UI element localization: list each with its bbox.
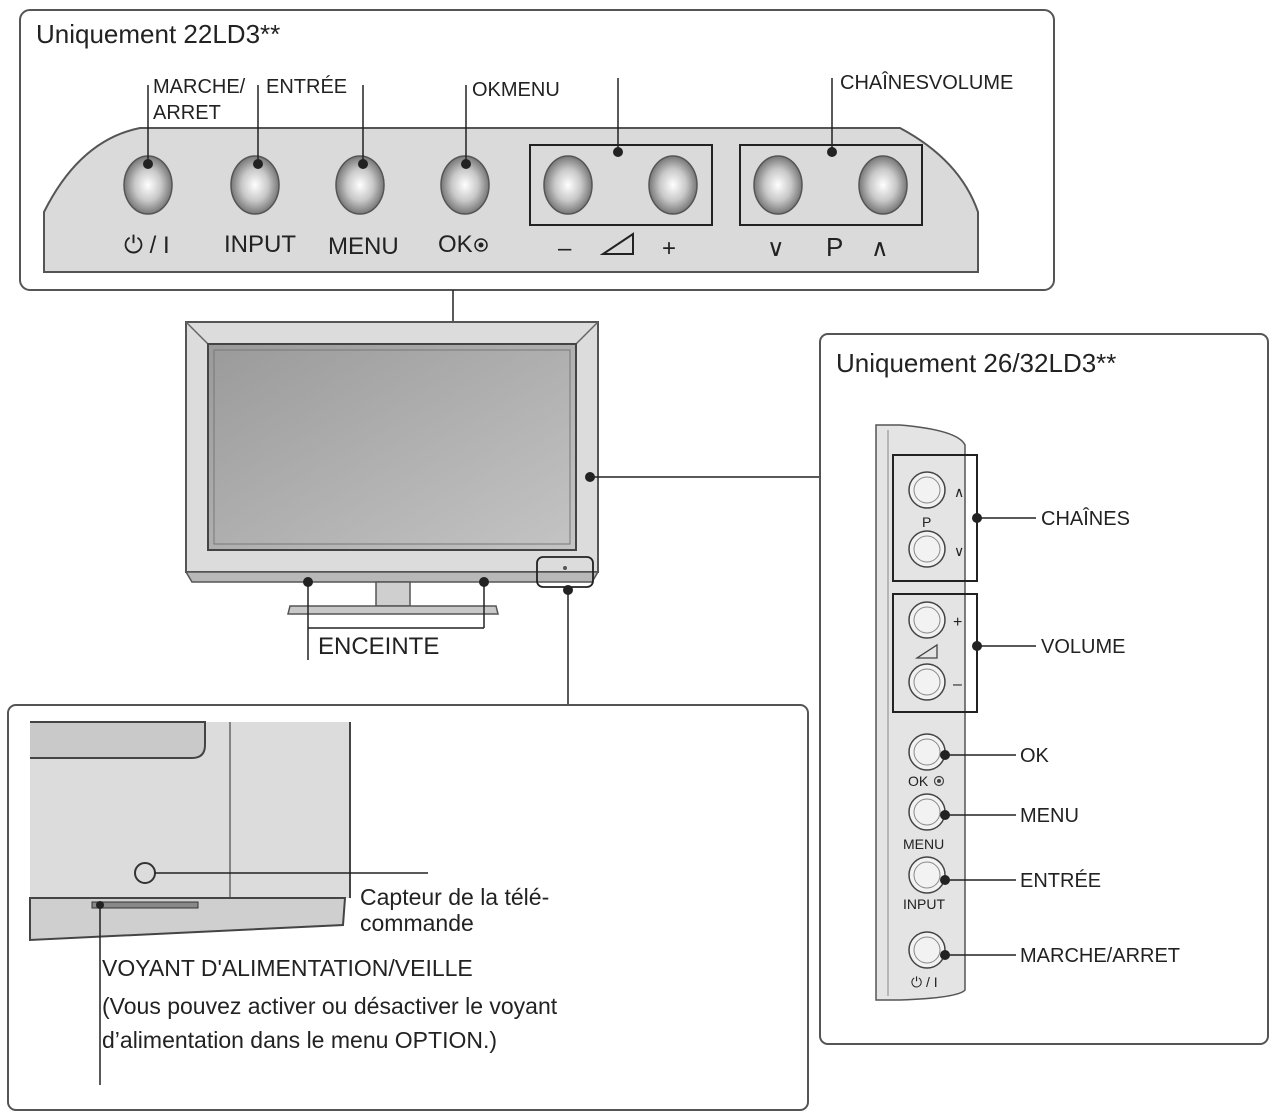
input-button[interactable] — [230, 155, 280, 215]
top-panel-title: Uniquement 22LD3** — [36, 19, 280, 49]
power-button-label: ⏻ / I — [124, 232, 170, 259]
top-callout-dots — [143, 147, 837, 169]
sensor-label-line1: Capteur de la télé- — [360, 884, 549, 910]
side-down-label: ∨ — [954, 543, 964, 559]
channel-p-label: P — [826, 232, 843, 262]
channel-up-label: ∧ — [871, 235, 889, 262]
zoomed-screen-corner — [30, 721, 206, 759]
top-callout-lines — [147, 78, 833, 162]
menu-button[interactable] — [335, 155, 385, 215]
tv-stand-base — [287, 605, 499, 615]
ok-button[interactable] — [440, 155, 490, 215]
input-callout: ENTRÉE — [266, 75, 347, 98]
side-input-callout: ENTRÉE — [1020, 869, 1101, 892]
side-power-label: ⏻ / I — [911, 974, 938, 990]
side-p-label: P — [922, 514, 931, 530]
side-power-callout: MARCHE/ARRET — [1020, 945, 1180, 967]
side-minus-label: – — [953, 676, 962, 693]
side-input-label: INPUT — [903, 896, 945, 912]
channels-volume-callout: CHAÎNESVOLUME — [840, 71, 1013, 94]
side-channels-callout: CHAÎNES — [1041, 507, 1130, 530]
tv-bottom-edge — [184, 571, 600, 583]
ok-dot-icon — [474, 238, 488, 252]
speaker-label: ENCEINTE — [318, 633, 439, 660]
channel-down-button[interactable] — [753, 155, 803, 215]
volume-icon — [599, 232, 634, 255]
volume-down-button[interactable] — [543, 155, 593, 215]
sensor-label-line2: commande — [360, 910, 474, 936]
input-button-label: INPUT — [224, 231, 296, 258]
tv-illustration — [184, 321, 600, 615]
side-volume-box — [892, 593, 978, 713]
side-menu-callout: MENU — [1020, 805, 1079, 827]
power-callout-line2: ARRET — [153, 102, 221, 124]
ok-button-label: OK — [438, 231, 473, 258]
indicator-note-line1: (Vous pouvez activer ou désactiver le vo… — [102, 993, 558, 1019]
side-plus-label: + — [953, 614, 962, 631]
side-ok-dot-icon — [933, 775, 945, 787]
top-panel: Uniquement 22LD3** ⏻ / I INPUT MENU OK –… — [19, 9, 1055, 291]
power-indicator-led — [91, 901, 199, 909]
tv-screen — [207, 343, 577, 551]
side-menu-label: MENU — [903, 836, 944, 852]
side-ok-callout: OK — [1020, 745, 1050, 767]
side-volume-icon — [914, 643, 938, 659]
control-strip — [43, 127, 979, 273]
volume-up-button[interactable] — [648, 155, 698, 215]
menu-button-label: MENU — [328, 233, 399, 260]
zoomed-bezel — [30, 722, 350, 898]
volume-plus-label: + — [662, 235, 676, 262]
channel-group-box — [739, 144, 923, 226]
side-ok-label: OK — [908, 773, 929, 789]
tv-stand-neck — [375, 581, 411, 607]
volume-minus-label: – — [558, 235, 572, 262]
power-callout-line1: MARCHE/ — [153, 76, 246, 98]
right-callout-lines — [945, 517, 1036, 956]
volume-group-box — [529, 144, 713, 226]
right-panel-title: Uniquement 26/32LD3** — [836, 348, 1116, 378]
speaker-callout-lines — [307, 582, 485, 660]
power-indicator-label: VOYANT D'ALIMENTATION/VEILLE — [102, 955, 473, 981]
bottom-panel: Capteur de la télé- commande VOYANT D'AL… — [7, 704, 809, 1111]
side-up-label: ∧ — [954, 484, 964, 500]
side-volume-callout: VOLUME — [1041, 636, 1125, 658]
indicator-note-line2: d’alimentation dans le menu OPTION.) — [102, 1027, 497, 1053]
right-panel: Uniquement 26/32LD3** ∧ P ∨ — [819, 333, 1269, 1045]
okmenu-callout: OKMENU — [472, 79, 560, 101]
channel-down-label: ∨ — [767, 235, 785, 262]
channel-up-button[interactable] — [858, 155, 908, 215]
right-callout-dots — [940, 513, 982, 960]
